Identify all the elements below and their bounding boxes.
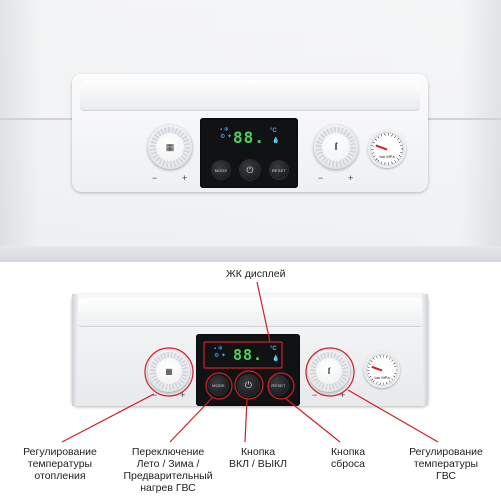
power-button-label: Кнопка ВКЛ / ВЫКЛ <box>228 446 288 470</box>
display-panel: ▪ ❄⚙ ✦ 88. °C 💧 MODE ⏻ RESET <box>196 334 300 406</box>
panel-cover-lip <box>80 80 420 111</box>
power-button[interactable]: ⏻ <box>240 160 260 180</box>
lcd-digits: 88. <box>233 128 265 147</box>
mode-switch-label: Переключение Лето / Зима / Предварительн… <box>123 446 213 494</box>
knob-minus-label: − <box>152 173 158 183</box>
lcd-status-icons: ▪ ❄⚙ ✦ <box>214 346 227 359</box>
lcd-display-label: ЖК дисплей <box>226 268 286 280</box>
reset-button[interactable]: RESET <box>269 376 288 395</box>
dhw-temperature-knob[interactable]: ſ <box>314 125 358 169</box>
mode-button[interactable]: MODE <box>209 376 228 395</box>
knob-plus-label: + <box>182 173 188 183</box>
knob-minus-label: − <box>152 390 158 400</box>
water-drop-icon: 💧 <box>272 138 280 144</box>
dhw-temp-label: Регулирование температуры ГВС <box>409 446 483 482</box>
lcd-status-icons: ▪ ❄⚙ ✦ <box>220 127 233 140</box>
heating-temperature-knob[interactable]: ▦ <box>148 125 192 169</box>
dhw-temperature-knob[interactable]: ſ <box>308 350 350 392</box>
gauge-unit: bar MPa <box>379 154 395 159</box>
pressure-gauge: bar MPa <box>364 352 400 388</box>
display-panel: ▪ ❄⚙ ✦ 88. °C 💧 MODE ⏻ RESET <box>200 118 298 188</box>
radiator-icon: ▦ <box>165 141 175 152</box>
annotated-control-panel: ▦ − + ▪ ❄⚙ ✦ 88. °C 💧 MODE ⏻ RESET ſ − +… <box>72 294 428 406</box>
lcd-unit: °C <box>270 128 277 134</box>
panel-cover-lip <box>78 298 422 327</box>
tap-icon: ſ <box>334 141 338 153</box>
power-icon: ⏻ <box>246 164 254 175</box>
reset-button[interactable]: RESET <box>270 161 288 179</box>
pressure-gauge: bar MPa <box>368 130 406 168</box>
mode-button[interactable]: MODE <box>212 161 230 179</box>
lcd-unit: °C <box>270 346 277 352</box>
casing-bottom-edge <box>0 246 501 262</box>
heating-temp-label: Регулирование температуры отопления <box>23 446 97 482</box>
control-panel: ▦ − + ▪ ❄⚙ ✦ 88. °C 💧 MODE ⏻ RESET ſ − +… <box>72 74 428 192</box>
heating-temperature-knob[interactable]: ▦ <box>148 350 190 392</box>
water-drop-icon: 💧 <box>272 356 280 362</box>
gauge-unit: bar MPa <box>374 375 390 380</box>
reset-button-label: Кнопка сброса <box>330 446 366 470</box>
knob-minus-label: − <box>318 173 324 183</box>
knob-minus-label: − <box>312 390 318 400</box>
knob-plus-label: + <box>340 390 346 400</box>
radiator-icon: ▦ <box>165 366 173 376</box>
knob-plus-label: + <box>348 173 354 183</box>
boiler-photo: ▦ − + ▪ ❄⚙ ✦ 88. °C 💧 MODE ⏻ RESET ſ − +… <box>0 0 501 262</box>
power-button[interactable]: ⏻ <box>238 375 259 396</box>
power-icon: ⏻ <box>244 380 253 390</box>
lcd-digits: 88. <box>232 346 264 364</box>
knob-plus-label: + <box>180 390 186 400</box>
tap-icon: ſ <box>327 366 331 376</box>
